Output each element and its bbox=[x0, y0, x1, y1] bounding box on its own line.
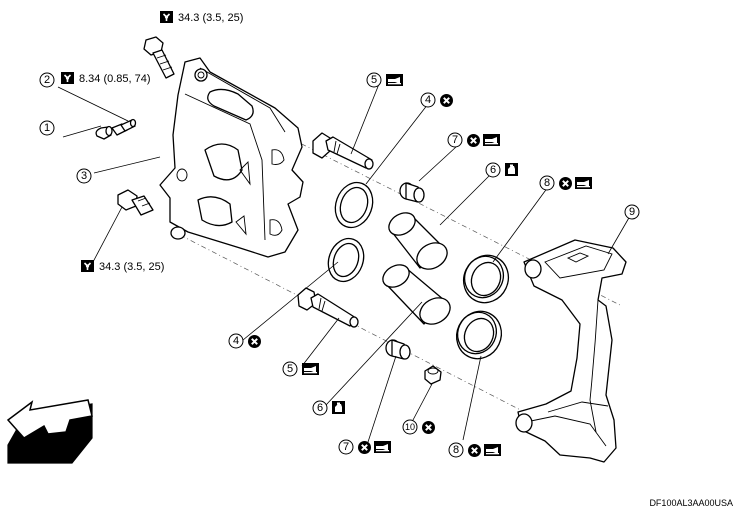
leader-lines bbox=[57, 83, 631, 443]
do-not-reuse-icon bbox=[247, 334, 262, 349]
callout-6-lower: 6 bbox=[312, 400, 345, 416]
lower-pin-boot-part bbox=[327, 237, 365, 283]
svg-text:8: 8 bbox=[453, 444, 459, 456]
grease-icon bbox=[386, 74, 403, 86]
svg-text:3: 3 bbox=[81, 170, 87, 182]
callout-4-lower: 4 bbox=[228, 333, 262, 349]
do-not-reuse-icon bbox=[467, 443, 482, 458]
grease-icon bbox=[484, 444, 501, 456]
upper-piston-part bbox=[388, 212, 448, 270]
callout-5-lower: 5 bbox=[282, 361, 319, 377]
svg-text:8: 8 bbox=[544, 177, 550, 189]
torque-spec-bleeder: 8.34 (0.85, 74) bbox=[79, 73, 151, 85]
reference-code: DF100AL3AA00USA bbox=[649, 498, 733, 508]
svg-text:1: 1 bbox=[44, 122, 50, 134]
do-not-reuse-icon bbox=[558, 176, 573, 191]
top-mounting-bolt-part bbox=[143, 36, 175, 79]
grease-icon bbox=[302, 363, 319, 375]
svg-text:7: 7 bbox=[452, 134, 458, 146]
brake-fluid-icon bbox=[505, 163, 518, 176]
bleeder-cap-part bbox=[95, 125, 113, 140]
callout-4-upper: 4 bbox=[420, 92, 454, 108]
cylinder-body-part bbox=[159, 57, 304, 258]
callout-1: 1 bbox=[39, 120, 55, 136]
callout-9: 9 bbox=[624, 204, 640, 220]
bleeder-valve-part bbox=[111, 118, 137, 136]
svg-text:5: 5 bbox=[371, 74, 377, 86]
upper-pin-boot-part bbox=[334, 181, 374, 229]
torque-wrench-icon bbox=[159, 10, 174, 24]
svg-text:6: 6 bbox=[317, 402, 323, 414]
svg-text:2: 2 bbox=[44, 74, 50, 86]
callout-5-upper: 5 bbox=[366, 72, 403, 88]
brake-fluid-icon bbox=[332, 401, 345, 414]
svg-text:4: 4 bbox=[233, 335, 239, 347]
do-not-reuse-icon bbox=[466, 133, 481, 148]
grease-icon bbox=[483, 134, 500, 146]
lower-piston-seal-part bbox=[455, 310, 503, 360]
lower-mounting-bolt-part bbox=[117, 189, 154, 216]
svg-text:6: 6 bbox=[490, 164, 496, 176]
torque-spec-lower: 34.3 (3.5, 25) bbox=[99, 261, 164, 273]
callout-3: 3 bbox=[76, 168, 92, 184]
svg-text:4: 4 bbox=[425, 94, 431, 106]
upper-slide-pin-part bbox=[312, 132, 374, 170]
front-direction-arrow-icon bbox=[6, 399, 93, 464]
upper-pin-sleeve-part bbox=[399, 182, 425, 203]
callout-2: 2 bbox=[39, 72, 55, 88]
svg-text:5: 5 bbox=[287, 363, 293, 375]
lower-piston-part bbox=[382, 264, 451, 325]
callout-6-upper: 6 bbox=[485, 162, 518, 178]
callout-10: 10 bbox=[402, 419, 436, 435]
torque-spec-top: 34.3 (3.5, 25) bbox=[178, 12, 243, 24]
grease-icon bbox=[575, 177, 592, 189]
svg-text:10: 10 bbox=[405, 422, 415, 432]
callout-8-lower: 8 bbox=[448, 442, 501, 458]
do-not-reuse-icon bbox=[357, 440, 372, 455]
callout-7-lower: 7 bbox=[338, 439, 391, 455]
torque-wrench-icon bbox=[60, 71, 75, 85]
svg-text:7: 7 bbox=[343, 441, 349, 453]
small-cap-part bbox=[424, 365, 442, 385]
callout-7-upper: 7 bbox=[447, 132, 500, 148]
torque-member-part bbox=[515, 239, 627, 463]
upper-piston-seal-part bbox=[462, 254, 510, 304]
lower-pin-sleeve-part bbox=[385, 339, 411, 360]
center-line-lower bbox=[179, 234, 541, 421]
grease-icon bbox=[374, 441, 391, 453]
torque-wrench-icon bbox=[80, 259, 95, 273]
callout-8-upper: 8 bbox=[539, 175, 592, 191]
svg-text:9: 9 bbox=[629, 206, 635, 218]
do-not-reuse-icon bbox=[439, 93, 454, 108]
lower-slide-pin-part bbox=[297, 287, 359, 328]
do-not-reuse-icon bbox=[421, 420, 436, 435]
